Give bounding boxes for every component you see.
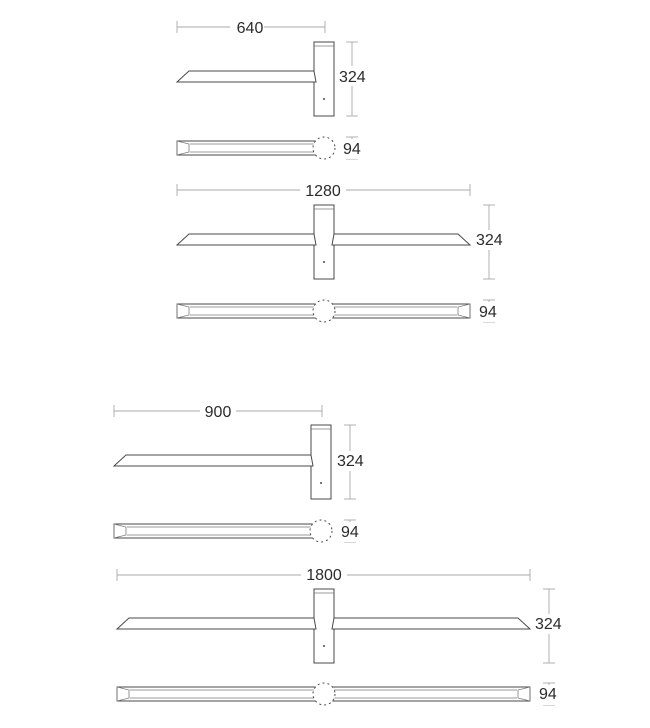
depth-label: 94 [343, 141, 361, 158]
height-label: 324 [535, 616, 562, 633]
pole-section [312, 682, 336, 706]
width-label: 1800 [306, 567, 342, 584]
luminaire-body [176, 140, 318, 156]
luminaire-arm-left [175, 233, 317, 246]
width-label: 1280 [305, 183, 341, 200]
luminaire-body [113, 523, 315, 539]
luminaire-arm-right [331, 233, 472, 246]
double-long-top-view: 94 [116, 682, 559, 706]
mounting-pole [313, 588, 335, 664]
luminaire-arm [112, 454, 314, 467]
mounting-pole [313, 41, 335, 117]
width-label: 640 [237, 20, 264, 37]
pole-section [309, 519, 333, 543]
pole-section [312, 136, 336, 160]
luminaire-arm-left [115, 617, 317, 630]
double-short-top-view: 94 [176, 299, 501, 323]
height-label: 324 [337, 453, 364, 470]
depth-label: 94 [539, 686, 557, 703]
height-label: 324 [476, 232, 503, 249]
double-short-side-view: 1280 324 [175, 180, 505, 280]
depth-label: 94 [341, 524, 359, 541]
single-long-top-view: 94 [113, 519, 362, 543]
single-short-side-view: 640 324 [175, 17, 368, 117]
depth-label: 94 [479, 304, 497, 321]
luminaire-arm [175, 70, 317, 83]
single-long-side-view: 900 324 [112, 401, 366, 500]
height-label: 324 [339, 69, 366, 86]
double-long-side-view: 1800 324 [115, 565, 565, 664]
mounting-pole [313, 204, 335, 280]
single-short-top-view: 94 [176, 136, 364, 160]
luminaire-arm-right [331, 617, 532, 630]
width-label: 900 [205, 404, 232, 421]
pole-section [312, 299, 336, 323]
mounting-pole [310, 424, 332, 500]
